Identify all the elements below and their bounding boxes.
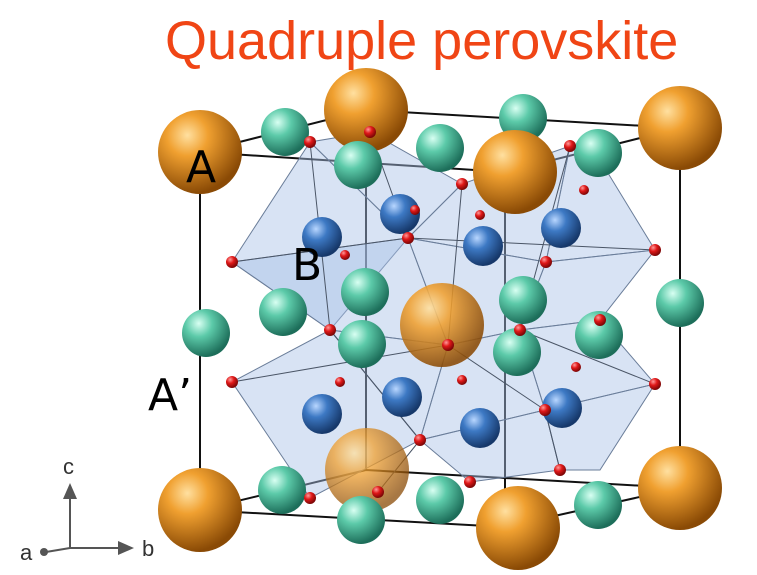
axis-label-b: b bbox=[142, 536, 154, 561]
axis-label-a: a bbox=[20, 540, 33, 565]
a-prime-atoms-back bbox=[258, 94, 623, 529]
oxygen-atoms bbox=[226, 126, 661, 504]
label-a-site: A bbox=[186, 142, 216, 193]
page-title: Quadruple perovskite bbox=[165, 11, 679, 71]
label-b-site: B bbox=[292, 240, 322, 291]
a-atoms-front bbox=[158, 110, 560, 570]
axis-indicator: c a b bbox=[20, 454, 154, 565]
a-atom-center bbox=[400, 283, 484, 367]
b-axis-arrow-icon bbox=[118, 541, 134, 555]
a-prime-atoms-front bbox=[182, 129, 704, 544]
label-a-prime-site: A’ bbox=[148, 370, 192, 421]
a-axis-point-icon bbox=[40, 548, 48, 556]
b-atoms bbox=[302, 194, 582, 448]
axis-label-c: c bbox=[63, 454, 74, 479]
c-axis-arrow-icon bbox=[63, 483, 77, 499]
a-atoms-back bbox=[324, 68, 722, 530]
